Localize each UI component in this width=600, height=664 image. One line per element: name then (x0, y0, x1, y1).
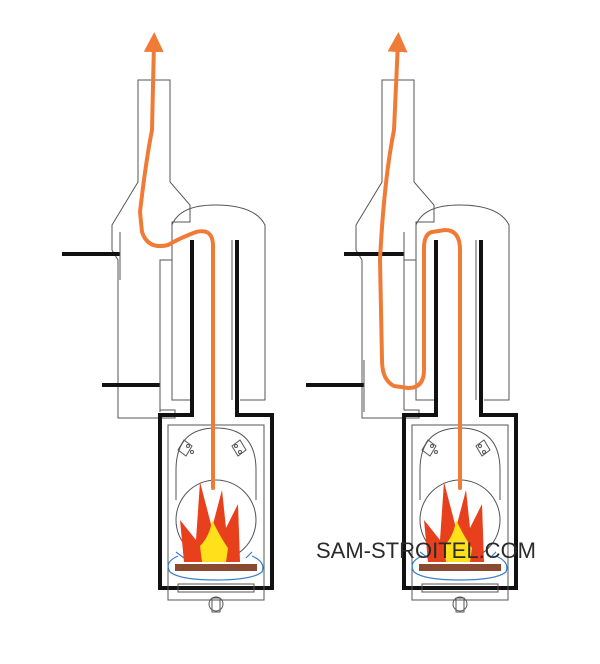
left-handle-grip (211, 597, 221, 613)
right-handle-grip (455, 597, 465, 613)
right-air-arrows (419, 551, 497, 559)
right-firebox-inner (411, 424, 509, 601)
right-arch-bricks (421, 439, 491, 457)
left-arch-bricks (177, 439, 247, 457)
right-flow-arrow (378, 32, 462, 490)
right-grate (419, 564, 501, 571)
right-chimney-outline (355, 79, 435, 419)
left-air-arrows (175, 551, 253, 559)
left-bell-outline (171, 204, 266, 401)
left-stove-diagram (62, 32, 274, 613)
left-handle-icon (208, 596, 224, 612)
left-ash-box (177, 583, 255, 593)
right-handle-icon (452, 596, 468, 612)
right-firebox-walls (402, 240, 518, 590)
right-stove-diagram (306, 32, 518, 613)
left-firebox-walls (158, 240, 274, 590)
left-flow-arrow (138, 32, 215, 490)
watermark-text: SAM-STROITEL.COM (316, 538, 537, 563)
right-ash-box (421, 583, 499, 593)
right-bell-outline (415, 204, 510, 401)
left-firebox-inner (167, 424, 265, 601)
left-grate (175, 564, 257, 571)
left-flame-icon (180, 482, 240, 562)
right-air-loop (411, 555, 508, 581)
right-flame-icon (424, 482, 484, 562)
left-arch (175, 427, 257, 500)
left-air-loop (167, 555, 264, 581)
